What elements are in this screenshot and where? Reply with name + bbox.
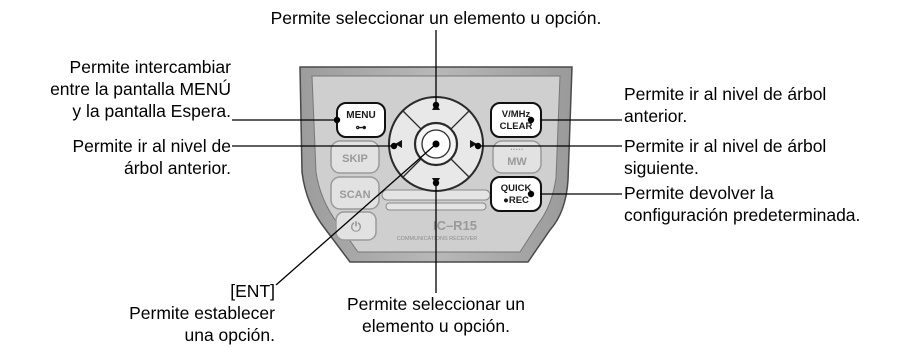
label-bottom: Permite seleccionar un elemento u opción… [347, 294, 525, 336]
svg-text:MW: MW [507, 156, 527, 168]
skip-key [330, 140, 380, 174]
scan-key [330, 176, 380, 210]
model-name: IC–R15 [433, 218, 477, 233]
label-right: Permite ir al nivel de árbol siguiente. [624, 136, 827, 178]
svg-text:·····: ····· [510, 145, 523, 154]
key-icon: ⊶ [356, 122, 367, 134]
right-arrow-icon [470, 140, 477, 148]
label-top: Permite seleccionar un elemento u opción… [270, 8, 602, 28]
mw-key [492, 140, 542, 174]
svg-text:SCAN: SCAN [339, 189, 370, 201]
label-quick: Permite devolver la configuración predet… [624, 183, 861, 225]
svg-text:●REC: ●REC [503, 195, 529, 206]
label-vmhz: Permite ir al nivel de árbol anterior. [624, 84, 827, 126]
svg-text:CLEAR: CLEAR [500, 121, 533, 132]
svg-text:SKIP: SKIP [342, 153, 368, 165]
label-menu: Permite intercambiar entre la pantalla M… [50, 57, 231, 121]
svg-text:⏻: ⏻ [351, 219, 362, 234]
leader-ent [275, 143, 437, 286]
svg-text:QUICK: QUICK [501, 183, 532, 194]
label-ent: [ENT] Permite establecer una opción. [129, 281, 275, 345]
left-arrow-icon [395, 140, 402, 148]
label-left: Permite ir al nivel de árbol anterior. [72, 136, 231, 178]
power-key [335, 211, 377, 241]
svg-text:MENU: MENU [346, 110, 375, 121]
svg-text:V/MHz: V/MHz [502, 109, 531, 120]
model-subtitle: COMMUNICATIONS RECEIVER [397, 236, 478, 242]
